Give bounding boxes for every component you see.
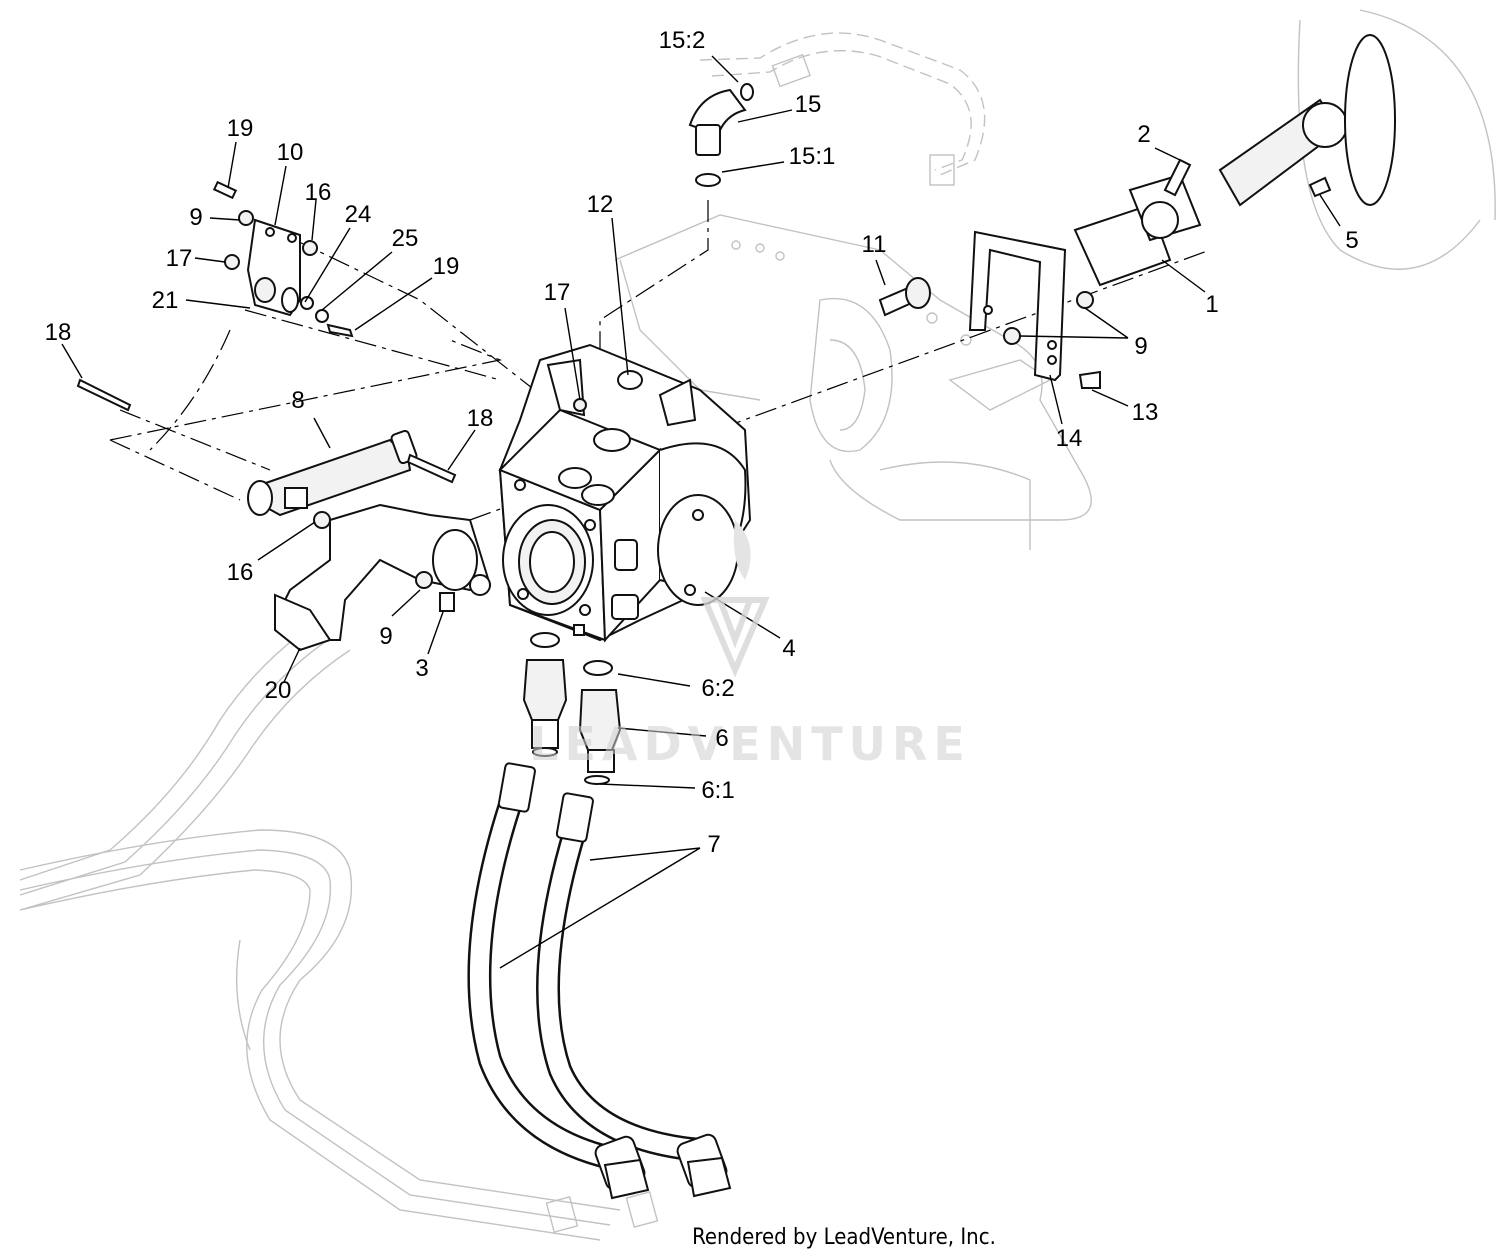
callout-1: 1 — [1205, 291, 1218, 318]
callout-9-bottom: 9 — [379, 623, 392, 650]
callout-13: 13 — [1132, 399, 1159, 426]
render-credit: Rendered by LeadVenture, Inc. — [692, 1225, 996, 1250]
driveshaft-assembly — [968, 34, 1396, 382]
callout-17-top: 17 — [544, 279, 571, 306]
callout-6-2: 6:2 — [701, 675, 734, 702]
callout-16-bottom: 16 — [227, 559, 254, 586]
callout-14: 14 — [1056, 425, 1083, 452]
hydraulic-hoses — [467, 762, 732, 1200]
watermark-text: LEADVENTURE — [529, 717, 971, 771]
callout-8: 8 — [291, 387, 304, 414]
callout-25: 25 — [392, 225, 419, 252]
callout-19-mid: 19 — [433, 253, 460, 280]
watermark: LEADVENTURE — [529, 520, 971, 771]
callout-2: 2 — [1137, 121, 1150, 148]
background-frame — [19, 9, 1496, 1241]
callout-3: 3 — [415, 655, 428, 682]
callout-11: 11 — [862, 231, 887, 258]
hydraulic-pump — [498, 343, 752, 643]
callout-6: 6 — [715, 725, 728, 752]
callout-labels: 15:2 15 15:1 2 5 1 12 11 17 9 13 14 19 1… — [45, 27, 1359, 858]
control-linkage — [246, 218, 492, 652]
callout-19-top: 19 — [227, 115, 254, 142]
callout-21: 21 — [152, 287, 179, 314]
callout-6-1: 6:1 — [701, 777, 734, 804]
callout-18-left: 18 — [45, 319, 72, 346]
callout-12: 12 — [587, 191, 614, 218]
callout-9-left: 9 — [189, 204, 202, 231]
callout-15: 15 — [795, 91, 822, 118]
fittings-6 — [522, 632, 622, 785]
callout-10: 10 — [277, 139, 304, 166]
callout-15-2: 15:2 — [659, 27, 706, 54]
callout-9-right: 9 — [1134, 333, 1147, 360]
callout-5: 5 — [1345, 227, 1358, 254]
hardware — [76, 83, 1332, 612]
callout-16-top: 16 — [305, 179, 332, 206]
callout-24: 24 — [345, 201, 372, 228]
callout-17-left: 17 — [166, 245, 193, 272]
callout-18-mid: 18 — [467, 405, 494, 432]
callout-15-1: 15:1 — [789, 143, 836, 170]
callout-20: 20 — [265, 677, 292, 704]
callout-4: 4 — [782, 635, 795, 662]
callout-7: 7 — [707, 831, 720, 858]
